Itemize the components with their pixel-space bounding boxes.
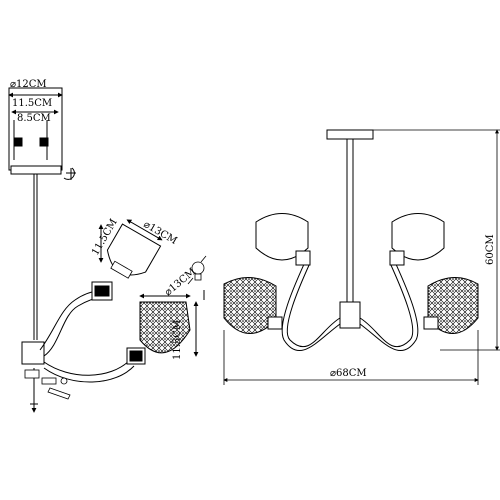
canopy-outer-label: 11.5CM	[12, 98, 52, 109]
canopy-screw-head-right	[39, 137, 49, 147]
arm-right-outer	[359, 262, 414, 348]
socket-upper-fill	[94, 285, 110, 297]
small-parts	[24, 369, 71, 400]
exploded-arm-lower	[43, 359, 131, 376]
bulb-icon	[187, 255, 207, 285]
screwdriver-icon	[47, 387, 71, 400]
socket-lower-fill	[129, 350, 143, 362]
exploded-arm-upper	[39, 289, 101, 351]
exploded-arm-lower-edge	[43, 365, 135, 383]
shade-plain-detail	[106, 219, 163, 279]
canopy-diameter-label: ⌀12CM	[10, 79, 47, 90]
screw-icon	[41, 377, 57, 385]
shade-top-left-collar	[295, 250, 311, 266]
arm-left-outer	[286, 262, 341, 348]
canopy-screw-head-left	[13, 137, 23, 147]
canopy-detail	[8, 87, 76, 180]
rotate-arc-icon	[63, 167, 75, 180]
shade-crystal-diameter-label: ⌀13CM	[163, 266, 198, 298]
height-label: 60CM	[485, 234, 496, 265]
width-label: ⌀68CM	[330, 368, 367, 379]
nut-icon	[60, 377, 68, 385]
shade-crystal-height-label: 11.5CM	[172, 320, 183, 360]
fixture-hub	[339, 301, 361, 329]
exploded-assembly	[21, 174, 146, 413]
canopy-plate	[10, 165, 62, 175]
assembled-fixture	[223, 129, 479, 352]
dimension-lines	[223, 129, 500, 385]
shade-crystal-left-collar	[267, 316, 283, 330]
shade-top-right-collar	[389, 250, 405, 266]
wire-connector-icon	[24, 369, 40, 379]
shade-plain-collar	[110, 260, 133, 279]
canopy-inner-label: 8.5CM	[17, 113, 51, 124]
arm-left-inner	[281, 261, 341, 352]
shade-crystal-right	[427, 277, 479, 334]
arm-right-inner	[359, 261, 419, 352]
shade-crystal	[139, 301, 191, 354]
exploded-arm-upper-edge	[43, 296, 103, 357]
shade-top-left	[255, 213, 309, 261]
shade-crystal-right-collar	[423, 316, 439, 330]
shade-plain-diameter-line	[126, 219, 163, 241]
fixture-canopy	[326, 129, 374, 140]
exploded-hub	[21, 341, 45, 365]
shade-crystal-detail	[139, 293, 199, 357]
